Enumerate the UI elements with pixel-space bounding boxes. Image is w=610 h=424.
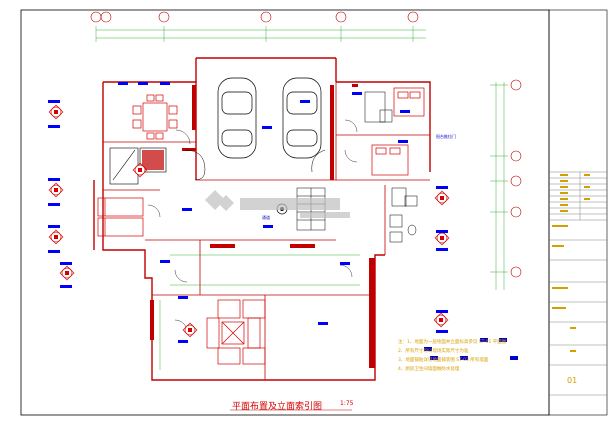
drawing-notes: 注：1、地面为一层地面并立面标高参见 ST-01 平面图 2、所有尺寸均以现场实… (398, 338, 548, 374)
axis-bubbles-right (510, 79, 522, 278)
title-block-marks (552, 174, 590, 352)
note-line: 注：1、地面为一层地面并立面标高参见 ST-01 平面图 (398, 340, 507, 345)
note-line: 3、地面铺贴详见地面铺装图 ST-03 所有墙面 (398, 358, 489, 363)
garage-cars (217, 77, 322, 159)
wall-hatching (150, 84, 375, 368)
callout-passage: 通道 (262, 215, 270, 220)
note-line: 4、厨房卫生间墙面做防水处理 (398, 367, 460, 372)
note-line: 2、所有尺寸均以现场实际尺寸为准 (398, 349, 469, 354)
dimension-lines-right (490, 82, 508, 290)
lounge-sofas (97, 197, 144, 237)
title-block-rows (549, 171, 607, 396)
drawing-title: 平面布置及立面索引图 (232, 402, 323, 412)
dimension-lines-internal (159, 254, 360, 370)
dimension-lines-top (95, 26, 426, 42)
title-block (548, 9, 608, 416)
bathroom-fixtures (389, 187, 418, 243)
annotation-tags (48, 82, 448, 343)
elevation-index-symbols (48, 104, 450, 338)
curved-stair (184, 149, 326, 181)
note-reference-boxes (424, 338, 518, 360)
interior-walls (103, 82, 430, 380)
watermark-logo (205, 190, 350, 218)
sheet-number: 01 (567, 376, 578, 385)
doors (147, 119, 358, 333)
axis-bubbles-top (90, 11, 419, 23)
master-bed (371, 87, 425, 176)
wardrobe (364, 91, 393, 123)
dining-set (132, 94, 178, 140)
kitchen-cabinet (142, 150, 164, 170)
living-room-sofa-set (206, 299, 266, 365)
callout-balcony-door: 阳台推拉门 (436, 134, 456, 139)
drawing-scale: 1:75 (340, 400, 354, 407)
